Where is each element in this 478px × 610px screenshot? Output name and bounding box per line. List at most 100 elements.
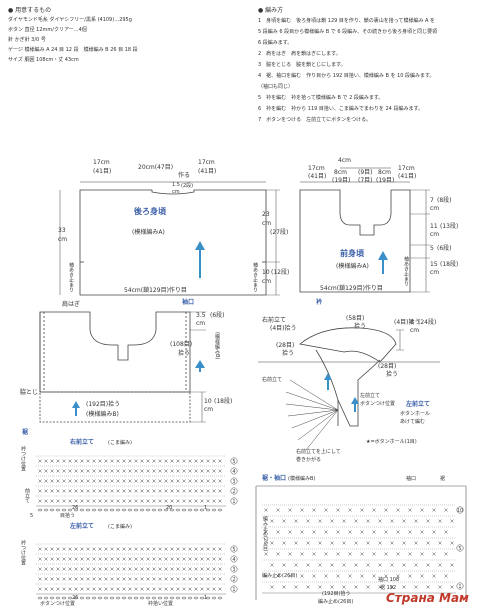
chain-mark [157, 508, 163, 512]
stitch-mark [152, 469, 156, 473]
stitch-mark [194, 587, 198, 591]
stitch-mark [74, 567, 78, 571]
stitch-mark [206, 479, 210, 483]
chart-count: 26 [72, 595, 79, 601]
stitch-mark [300, 574, 304, 578]
stitch-mark [50, 557, 54, 561]
stitch-mark [390, 541, 394, 545]
stitch-mark [372, 508, 376, 512]
stitch-mark [390, 563, 394, 567]
stitch-mark [128, 499, 132, 503]
stitch-mark [170, 499, 174, 503]
stitch-mark [140, 489, 144, 493]
stitch-mark [264, 508, 268, 512]
stitch-mark [110, 567, 114, 571]
back-center-top-note: 作る [178, 172, 191, 179]
stitch-mark [342, 541, 346, 545]
stitch-mark [98, 567, 102, 571]
stitch-mark [164, 547, 168, 551]
stitch-mark [146, 489, 150, 493]
stitch-mark [74, 587, 78, 591]
stitch-mark [50, 567, 54, 571]
stitch-mark [86, 567, 90, 571]
stitch-mark [164, 479, 168, 483]
chain-mark [127, 508, 133, 512]
assembly-shoulder: 肩はぎ [62, 301, 81, 308]
stitch-mark [80, 567, 84, 571]
chain-mark [91, 508, 97, 512]
stitch-mark [200, 469, 204, 473]
stitch-mark [44, 469, 48, 473]
stitch-mark [194, 547, 198, 551]
chain-mark [139, 508, 145, 512]
stitch-mark [276, 552, 280, 556]
watermark: Страна Мам [386, 591, 469, 605]
stitch-mark [152, 577, 156, 581]
stitch-mark [200, 577, 204, 581]
stitch-mark [354, 563, 358, 567]
stitch-mark [282, 585, 286, 589]
stitch-mark [312, 530, 316, 534]
stitch-mark [110, 459, 114, 463]
chain-mark [133, 508, 139, 512]
stitch-mark [146, 459, 150, 463]
stitch-mark [408, 508, 412, 512]
method-step: 6 段編みます。 [258, 40, 293, 46]
collar-right-inner: 右前立て [262, 377, 283, 383]
stitch-mark [56, 459, 60, 463]
front-left-dim: 17cm [308, 165, 325, 172]
stitch-mark [188, 459, 192, 463]
assembly-hem-size: 10 [204, 398, 212, 405]
row-number-circle [230, 575, 238, 583]
stitch-mark [372, 574, 376, 578]
collar-pick2: 拾う [354, 323, 367, 330]
chain-mark [85, 596, 91, 600]
back-pattern: (模様編みA) [132, 229, 165, 236]
chain-mark [217, 508, 223, 512]
chain-mark [169, 596, 175, 600]
row-number-circle [230, 497, 238, 505]
chain-mark [43, 508, 49, 512]
collar-size-unit: cm [410, 327, 420, 334]
stitch-mark [62, 587, 66, 591]
stitch-mark [366, 519, 370, 523]
method-step: 2 肩をはぎ 肩を鎖はぎにします。 [258, 51, 341, 57]
chart-label-sleeve: 袖口 [406, 476, 417, 482]
stitch-mark [212, 547, 216, 551]
stitch-mark [164, 587, 168, 591]
stitch-mark [134, 587, 138, 591]
stitch-mark [270, 519, 274, 523]
chart-corner-note: 前立て [24, 488, 30, 503]
stitch-mark [188, 547, 192, 551]
assembly-hem-unit: cm [204, 406, 214, 413]
method-step: 7 ボタンをつける 左前立てにボタンをつける。 [258, 117, 372, 123]
collar-overlap-note: 右前立てを上にして [296, 449, 341, 455]
stitch-mark [146, 577, 150, 581]
stitch-mark [366, 563, 370, 567]
chart-hem-sub: (模様編みB) [288, 476, 316, 482]
chain-mark [127, 596, 133, 600]
stitch-mark [140, 479, 144, 483]
stitch-mark [270, 585, 274, 589]
row-number-circle [230, 565, 238, 573]
stitch-mark [134, 489, 138, 493]
chart-repeat-c: 編み止め(26目) [318, 599, 354, 605]
stitch-mark [38, 469, 42, 473]
stitch-mark [170, 489, 174, 493]
stitch-mark [164, 469, 168, 473]
stitch-mark [182, 459, 186, 463]
chain-mark [145, 596, 151, 600]
stitch-mark [50, 577, 54, 581]
front-right-st: (41目) [398, 173, 417, 180]
stitch-mark [348, 508, 352, 512]
stitch-mark [86, 479, 90, 483]
stitch-mark [218, 587, 222, 591]
chain-mark [67, 596, 73, 600]
stitch-mark [122, 547, 126, 551]
stitch-mark [384, 574, 388, 578]
back-right-side1-unit: cm [262, 220, 272, 227]
stitch-mark [188, 577, 192, 581]
stitch-mark [152, 567, 156, 571]
stitch-mark [176, 499, 180, 503]
stitch-mark [414, 541, 418, 545]
